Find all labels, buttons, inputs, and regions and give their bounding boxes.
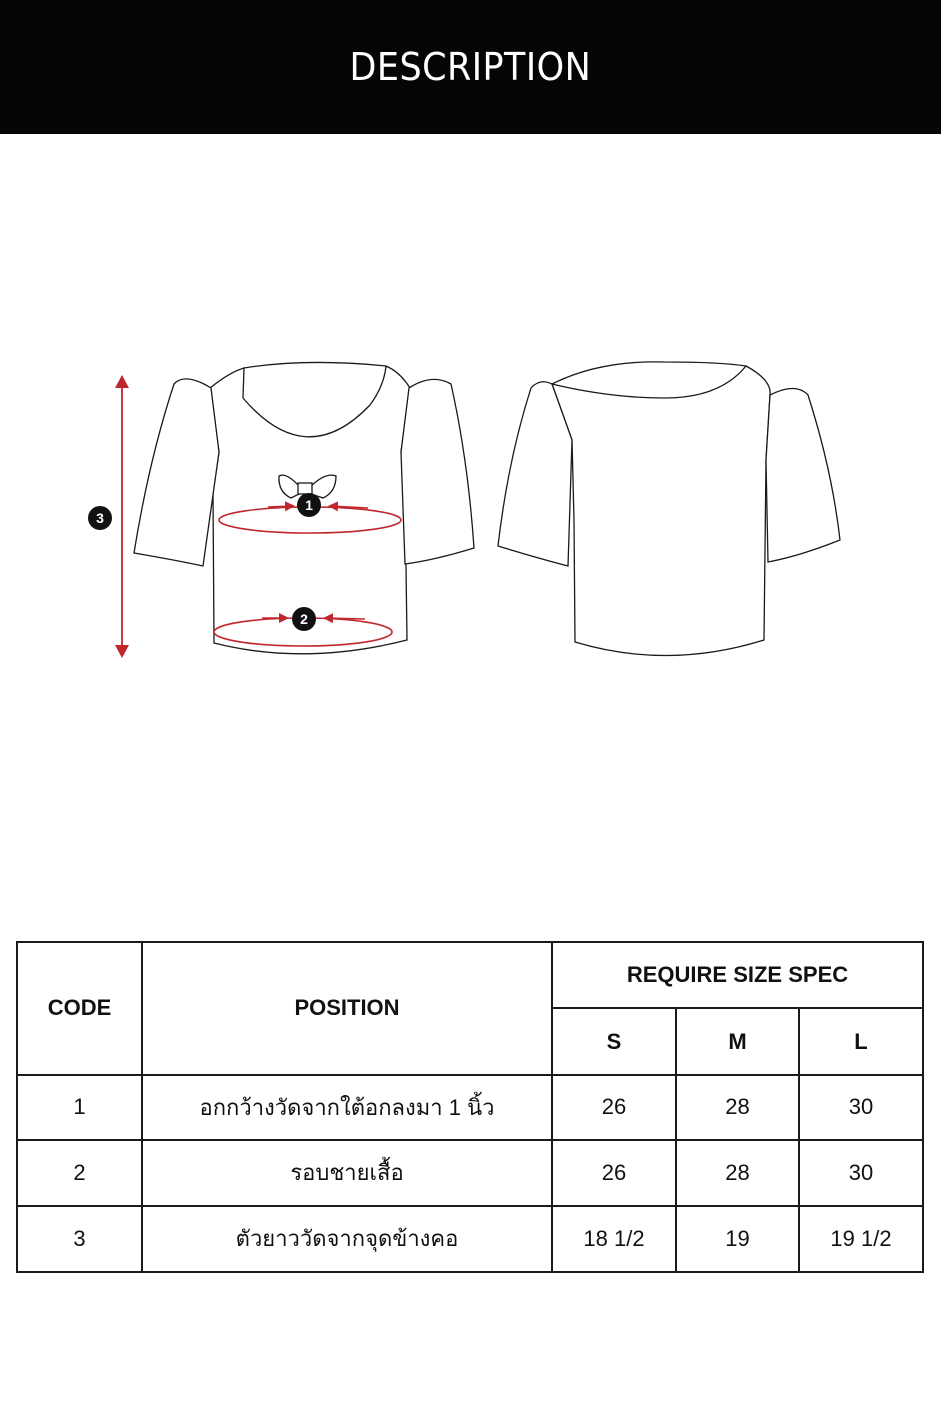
back-shirt-drawing — [497, 361, 841, 657]
size-m-header: M — [675, 1007, 800, 1076]
row-position: อกกว้างวัดจากใต้อกลงมา 1 นิ้ว — [141, 1073, 553, 1142]
length-measure: 3 — [88, 375, 129, 658]
row-code: 3 — [16, 1204, 143, 1274]
row-code: 2 — [16, 1139, 143, 1207]
size-s-header: S — [551, 1007, 677, 1076]
row-value-s: 26 — [551, 1073, 677, 1142]
row-value-m: 28 — [675, 1139, 800, 1207]
chest-measure: 1 — [218, 493, 402, 534]
size-spec-table-wrap: CODE POSITION REQUIRE SIZE SPEC S M L 1 … — [16, 940, 925, 1274]
row-value-s: 26 — [551, 1139, 677, 1207]
row-value-l: 19 1/2 — [797, 1204, 925, 1274]
row-value-s: 18 1/2 — [551, 1204, 677, 1274]
size-l-header: L — [797, 1007, 925, 1076]
table-row: 3 ตัวยาววัดจากจุดข้างคอ 18 1/2 19 19 1/2 — [16, 1204, 925, 1274]
spec-header: REQUIRE SIZE SPEC — [550, 940, 925, 1010]
row-value-l: 30 — [797, 1139, 925, 1207]
row-code: 1 — [16, 1073, 143, 1142]
garment-diagram: 1 2 3 — [0, 134, 941, 834]
hem-measure: 2 — [213, 607, 393, 647]
row-value-m: 19 — [675, 1204, 800, 1274]
size-spec-table: CODE POSITION REQUIRE SIZE SPEC S M L 1 … — [16, 940, 925, 1274]
row-position: รอบชายเสื้อ — [141, 1139, 553, 1207]
row-position: ตัวยาววัดจากจุดข้างคอ — [141, 1204, 553, 1274]
table-row: 2 รอบชายเสื้อ 26 28 30 — [16, 1139, 925, 1207]
marker-2: 2 — [300, 611, 308, 627]
marker-3: 3 — [96, 510, 104, 526]
marker-1: 1 — [305, 497, 313, 513]
code-header: CODE — [16, 941, 143, 1076]
position-header: POSITION — [141, 941, 553, 1076]
page-title: DESCRIPTION — [349, 45, 592, 89]
header-bar: DESCRIPTION — [0, 0, 941, 134]
table-row: 1 อกกว้างวัดจากใต้อกลงมา 1 นิ้ว 26 28 30 — [16, 1073, 925, 1142]
row-value-m: 28 — [675, 1073, 800, 1142]
row-value-l: 30 — [797, 1073, 925, 1142]
